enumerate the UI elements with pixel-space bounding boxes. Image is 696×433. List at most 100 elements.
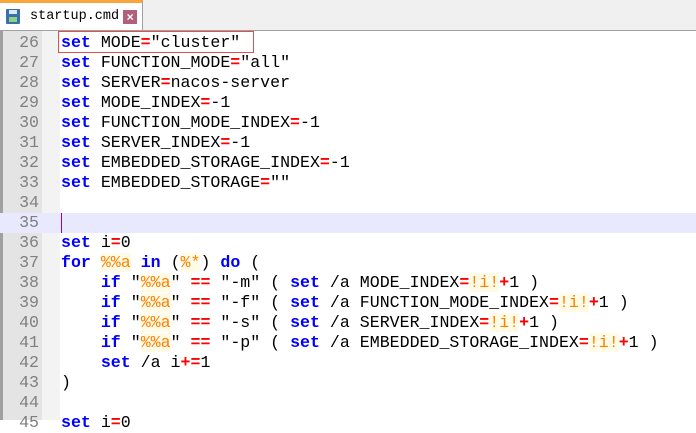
line-number: 29 (19, 93, 39, 112)
token-text: 1 ) (529, 313, 559, 332)
code-line[interactable]: 34 (0, 193, 696, 213)
token-text: -1 (300, 113, 320, 132)
line-text: if "%%a" == "-p" ( set /a EMBEDDED_STORA… (61, 333, 659, 353)
token-kw: set (61, 93, 91, 112)
code-line[interactable]: 40 if "%%a" == "-s" ( set /a SERVER_INDE… (0, 313, 696, 333)
code-line[interactable]: 43) (0, 373, 696, 393)
code-line[interactable]: 44 (0, 393, 696, 413)
tab-bar: startup.cmd × (0, 0, 696, 31)
code-line[interactable]: 38 if "%%a" == "-m" ( set /a MODE_INDEX=… (0, 273, 696, 293)
token-text: 0 (120, 233, 131, 252)
token-op: == (190, 293, 211, 312)
code-line[interactable]: 35 (0, 213, 696, 233)
token-text: SERVER (90, 73, 161, 92)
line-text: set FUNCTION_MODE="all" (61, 53, 290, 73)
token-text: -1 (230, 133, 251, 152)
token-text: MODE_INDEX (90, 93, 201, 112)
token-text: /a SERVER_INDEX (319, 313, 480, 332)
line-number: 36 (19, 233, 39, 252)
line-number: 30 (19, 113, 39, 132)
token-var: !i! (588, 333, 619, 352)
token-text: " (170, 273, 191, 292)
token-text: 1 ) (598, 293, 629, 312)
token-kw: set (290, 293, 320, 312)
code-line[interactable]: 41 if "%%a" == "-p" ( set /a EMBEDDED_ST… (0, 333, 696, 353)
token-kw: if (100, 293, 121, 312)
token-text (61, 353, 101, 372)
token-op: == (190, 273, 211, 292)
code-line[interactable]: 39 if "%%a" == "-f" ( set /a FUNCTION_MO… (0, 293, 696, 313)
token-op: = (140, 33, 151, 52)
token-op: == (190, 313, 211, 332)
line-text: set /a i+=1 (61, 353, 211, 373)
token-var: %%a (100, 253, 131, 272)
line-number: 45 (19, 413, 39, 432)
line-number: 28 (19, 73, 39, 92)
token-op: = (220, 133, 231, 152)
token-text: " (120, 273, 141, 292)
line-text: for %%a in (%*) do ( (61, 253, 260, 273)
token-kw: set (61, 73, 91, 92)
token-op: += (180, 353, 201, 372)
token-text: "all" (240, 53, 291, 72)
token-op: + (588, 293, 599, 312)
text-caret (61, 213, 62, 233)
token-text: 1 ) (509, 273, 540, 292)
token-text: nacos-server (170, 73, 291, 92)
token-text: "cluster" (150, 33, 241, 52)
line-number: 40 (19, 313, 39, 332)
tab-startup-cmd[interactable]: startup.cmd × (0, 0, 144, 30)
token-text (61, 273, 101, 292)
token-text: i (90, 413, 111, 432)
token-op: + (519, 313, 530, 332)
code-line[interactable]: 42 set /a i+=1 (0, 353, 696, 373)
token-text: " (170, 293, 191, 312)
token-text: "-p" ( (210, 333, 291, 352)
token-text: EMBEDDED_STORAGE (90, 173, 261, 192)
close-tab-button[interactable]: × (123, 9, 138, 24)
token-op: = (110, 233, 121, 252)
token-text (61, 313, 101, 332)
token-op: = (479, 313, 490, 332)
line-text: if "%%a" == "-f" ( set /a FUNCTION_MODE_… (61, 293, 629, 313)
token-text: /a FUNCTION_MODE_INDEX (319, 293, 549, 312)
code-line[interactable]: 27 set FUNCTION_MODE="all" (0, 53, 696, 73)
token-text: ) (200, 253, 221, 272)
token-text (131, 253, 141, 272)
token-text: -1 (210, 93, 231, 112)
token-kw: set (61, 113, 91, 132)
token-kw: if (100, 273, 121, 292)
code-line[interactable]: 37 for %%a in (%*) do ( (0, 253, 696, 273)
token-kw: set (61, 33, 91, 52)
token-text: "-m" ( (210, 273, 291, 292)
line-number: 37 (19, 253, 39, 272)
token-text: /a i (130, 353, 181, 372)
token-text (91, 253, 101, 272)
token-text: FUNCTION_MODE (90, 53, 231, 72)
line-text: set EMBEDDED_STORAGE_INDEX=-1 (61, 153, 350, 173)
line-number: 31 (19, 133, 39, 152)
token-text: " (120, 293, 141, 312)
line-text: set FUNCTION_MODE_INDEX=-1 (61, 113, 320, 133)
line-number: 27 (19, 53, 39, 72)
token-text: 1 ) (628, 333, 659, 352)
code-line[interactable]: 30 set FUNCTION_MODE_INDEX=-1 (0, 113, 696, 133)
token-kw: set (61, 53, 91, 72)
token-text: " (120, 313, 141, 332)
line-number: 41 (19, 333, 39, 352)
token-kw: set (61, 413, 91, 432)
token-kw: in (140, 253, 161, 272)
token-op: = (110, 413, 121, 432)
token-op: + (499, 273, 510, 292)
token-op: = (459, 273, 470, 292)
token-kw: set (290, 333, 320, 352)
